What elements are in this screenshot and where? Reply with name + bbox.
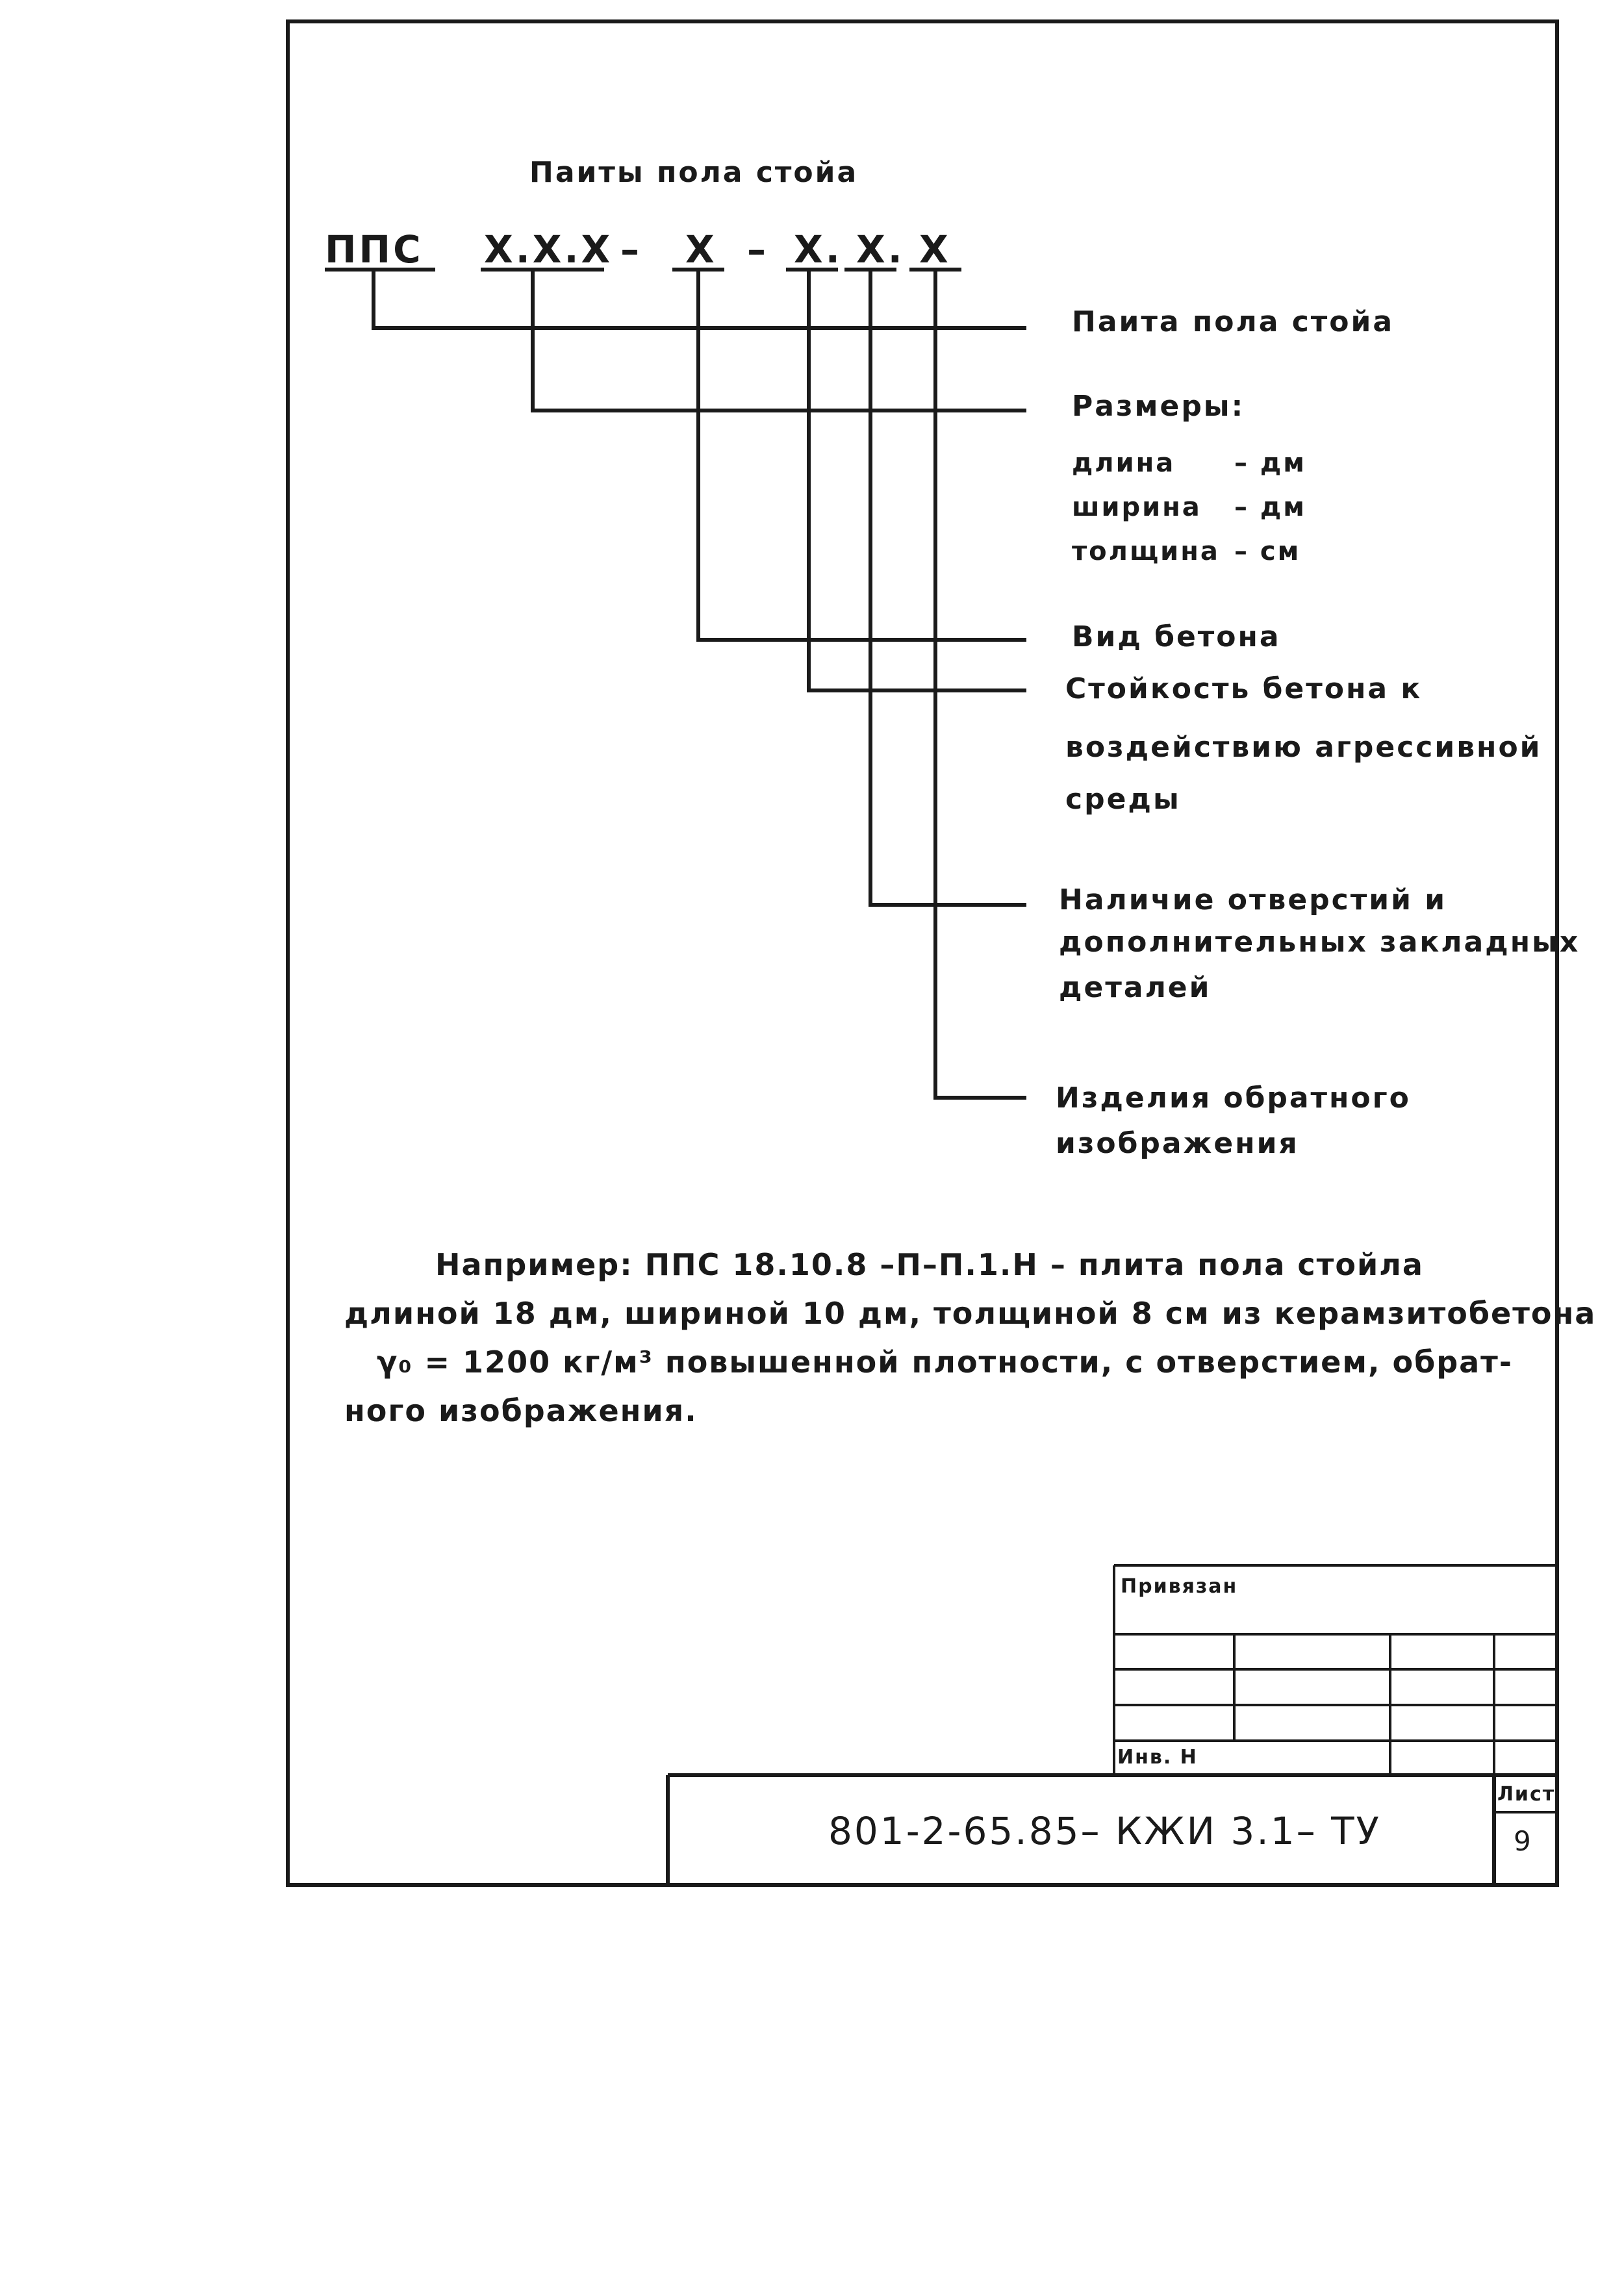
example-line: γ₀ = 1200 кг/м³ повышенной плотности, с … bbox=[377, 1345, 1513, 1380]
legend-item-resistance-line: Стойкость бетона к bbox=[1065, 672, 1423, 705]
leader-resistance bbox=[807, 270, 1026, 692]
legend-dim-name: толщина bbox=[1072, 537, 1220, 566]
leader-dims bbox=[531, 270, 1026, 412]
legend-dim-unit: – см bbox=[1234, 537, 1301, 566]
code-prefix: ППС bbox=[325, 227, 424, 272]
legend-item-mirror-line: Изделия обратного bbox=[1056, 1081, 1411, 1115]
legend-item-resistance-line: среды bbox=[1065, 783, 1181, 816]
legend-item-holes-line: деталей bbox=[1059, 971, 1212, 1004]
legend-item-slab: Паита пола стойа bbox=[1072, 305, 1395, 338]
leader-holes bbox=[869, 270, 1026, 907]
legend-item-dims-title: Размеры: bbox=[1072, 390, 1245, 423]
legend-item-holes-line: дополнительных закладных bbox=[1059, 926, 1580, 959]
legend-dim-name: ширина bbox=[1072, 492, 1202, 522]
legend-item-mirror-line: изображения bbox=[1056, 1127, 1299, 1160]
code-part-concrete: Х bbox=[685, 227, 717, 272]
document-number: 801-2-65.85– КЖИ 3.1– ТУ bbox=[828, 1809, 1381, 1853]
legend-item-concrete: Вид бетона bbox=[1072, 620, 1281, 653]
legend-item-resistance-line: воздействию агрессивной bbox=[1065, 731, 1542, 764]
stamp-inventory-label: Инв. Н bbox=[1117, 1746, 1198, 1769]
title-block-grid bbox=[666, 1564, 1559, 1887]
stamp-sheet-label: Лист bbox=[1497, 1783, 1556, 1806]
drawing-frame bbox=[286, 19, 1559, 1887]
code-part-holes: Х. bbox=[856, 227, 905, 272]
page-title: Паиты пола стойа bbox=[529, 156, 859, 189]
leader-concrete bbox=[696, 270, 1026, 642]
example-line: длиной 18 дм, шириной 10 дм, толщиной 8 … bbox=[344, 1296, 1597, 1331]
code-part-dims: Х.Х.Х bbox=[484, 227, 613, 272]
code-dash-2: – bbox=[747, 227, 768, 272]
example-line: ного изображения. bbox=[344, 1393, 698, 1428]
stamp-attached-label: Привязан bbox=[1121, 1575, 1238, 1598]
legend-item-holes-line: Наличие отверстий и bbox=[1059, 883, 1447, 916]
code-part-resistance: Х. bbox=[794, 227, 843, 272]
example-line: Например: ППС 18.10.8 –П–П.1.Н – плита п… bbox=[435, 1247, 1424, 1282]
stamp-sheet-number: 9 bbox=[1514, 1825, 1533, 1857]
legend-dim-unit: – дм bbox=[1234, 492, 1306, 522]
legend-dim-unit: – дм bbox=[1234, 448, 1306, 478]
legend-dim-name: длина bbox=[1072, 448, 1176, 478]
code-dash-1: – bbox=[620, 227, 642, 272]
leader-mirror bbox=[933, 270, 1026, 1100]
code-part-mirror: Х bbox=[919, 227, 951, 272]
